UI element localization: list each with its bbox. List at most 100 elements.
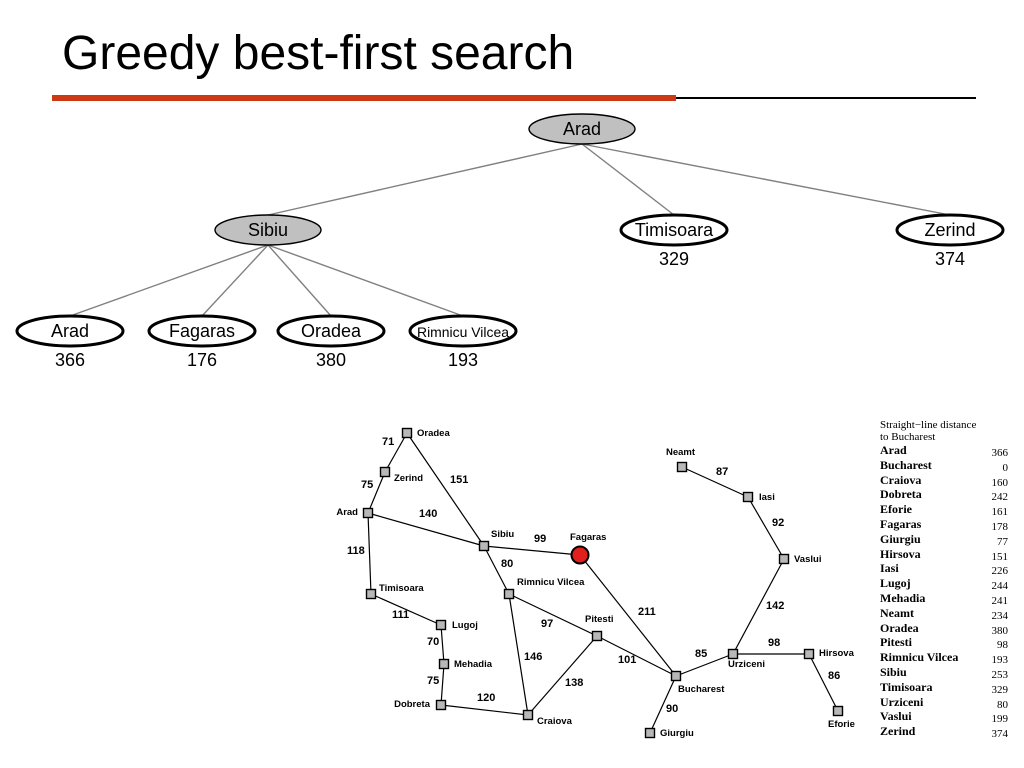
road-distance-label: 87 bbox=[716, 466, 728, 478]
legend-city: Vaslui bbox=[880, 709, 912, 724]
city-label: Bucharest bbox=[678, 684, 725, 695]
city-eforie: Eforie bbox=[828, 705, 855, 730]
city-mehadia: Mehadia bbox=[438, 658, 493, 670]
title-underline bbox=[52, 94, 976, 102]
tree-node-heuristic: 329 bbox=[659, 249, 689, 269]
road-distance-label: 75 bbox=[361, 479, 373, 491]
legend-city: Mehadia bbox=[880, 590, 926, 605]
tree-node-arad-root: Arad bbox=[528, 113, 636, 145]
city-marker bbox=[670, 670, 682, 682]
road-craiova-pitesti bbox=[527, 635, 598, 716]
road-distance-label: 86 bbox=[828, 670, 840, 682]
tree-node-label: Arad bbox=[563, 119, 601, 139]
city-label: Sibiu bbox=[491, 529, 514, 540]
road-rimnicu-craiova bbox=[508, 593, 529, 716]
tree-node-label: Fagaras bbox=[169, 321, 235, 341]
city-marker bbox=[435, 619, 447, 631]
city-marker bbox=[478, 540, 490, 552]
tree-node-ellipse bbox=[895, 213, 1005, 247]
tree-node-ellipse bbox=[214, 214, 322, 246]
legend-city: Oradea bbox=[880, 620, 919, 635]
city-lugoj: Lugoj bbox=[435, 619, 478, 631]
road-hirsova-eforie bbox=[808, 653, 839, 712]
city-marker bbox=[365, 588, 377, 600]
road-sibiu-rimnicu bbox=[483, 545, 510, 595]
title-underline-rule bbox=[676, 97, 976, 99]
city-fagaras: Fagaras bbox=[570, 532, 606, 565]
road-distance-label: 140 bbox=[419, 508, 437, 520]
legend-distance: 193 bbox=[991, 654, 1009, 667]
legend-city: Eforie bbox=[880, 502, 912, 517]
tree-node-label: Zerind bbox=[924, 220, 975, 240]
road-urziceni-vaslui bbox=[732, 558, 785, 655]
city-marker bbox=[676, 461, 688, 473]
city-label: Urziceni bbox=[728, 659, 765, 670]
city-marker bbox=[742, 491, 754, 503]
legend-distance: 329 bbox=[991, 683, 1009, 696]
legend-city: Bucharest bbox=[880, 457, 932, 472]
legend-distance: 244 bbox=[991, 580, 1009, 593]
city-label: Fagaras bbox=[570, 532, 606, 543]
road-oradea-zerind bbox=[384, 432, 408, 473]
legend-row: Sibiu 253 bbox=[880, 664, 1009, 681]
road-iasi-neamt bbox=[681, 466, 749, 498]
legend-distance: 380 bbox=[991, 624, 1009, 637]
legend-distance: 253 bbox=[991, 668, 1009, 681]
city-zerind: Zerind bbox=[379, 466, 423, 484]
road-distance-label: 151 bbox=[450, 474, 468, 486]
legend-distance: 160 bbox=[991, 476, 1009, 489]
tree-edge bbox=[581, 143, 951, 216]
city-marker bbox=[778, 553, 790, 565]
tree-edge bbox=[267, 244, 332, 317]
tree-node-ellipse bbox=[15, 314, 125, 348]
city-pitesti: Pitesti bbox=[585, 614, 614, 642]
road-distance-label: 98 bbox=[768, 637, 780, 649]
city-marker bbox=[401, 427, 413, 439]
legend-city: Pitesti bbox=[880, 635, 912, 650]
legend-city: Fagaras bbox=[880, 516, 922, 531]
city-label: Zerind bbox=[394, 473, 423, 484]
city-marker bbox=[438, 658, 450, 670]
legend-city: Arad bbox=[880, 443, 907, 457]
road-dobreta-craiova bbox=[440, 704, 529, 716]
legend-distance: 366 bbox=[991, 447, 1009, 459]
city-label: Iasi bbox=[759, 492, 775, 503]
road-distance-label: 111 bbox=[392, 609, 409, 621]
road-distance-label: 118 bbox=[347, 545, 365, 557]
road-timisoara-lugoj bbox=[370, 593, 442, 626]
city-marker bbox=[522, 709, 534, 721]
tree-node-heuristic: 374 bbox=[935, 249, 965, 269]
legend-city: Timisoara bbox=[880, 679, 933, 694]
road-distance-label: 211 bbox=[638, 606, 656, 618]
tree-node-heuristic: 176 bbox=[187, 350, 217, 370]
city-marker-highlight bbox=[570, 545, 590, 565]
city-craiova: Craiova bbox=[522, 709, 573, 727]
city-marker bbox=[503, 588, 515, 600]
city-label: Mehadia bbox=[454, 659, 493, 670]
road-distance-label: 142 bbox=[766, 600, 784, 612]
road-distance-label: 71 bbox=[382, 436, 394, 448]
legend-distance: 241 bbox=[991, 594, 1009, 607]
tree-edge bbox=[267, 143, 583, 216]
road-distance-label: 75 bbox=[427, 675, 439, 687]
legend-city: Sibiu bbox=[880, 664, 907, 679]
road-vaslui-iasi bbox=[747, 496, 785, 560]
legend-title-line-2: to Bucharest bbox=[880, 431, 936, 443]
road-distance-label: 90 bbox=[666, 703, 678, 715]
romania-map-cities: OradeaZerindAradTimisoaraLugojMehadiaDob… bbox=[336, 427, 855, 739]
tree-node-label: Sibiu bbox=[248, 220, 288, 240]
city-label: Neamt bbox=[666, 447, 696, 458]
tree-node-ellipse bbox=[276, 314, 386, 348]
slide-title: Greedy best-first search bbox=[62, 27, 575, 80]
city-label: Arad bbox=[336, 507, 358, 518]
